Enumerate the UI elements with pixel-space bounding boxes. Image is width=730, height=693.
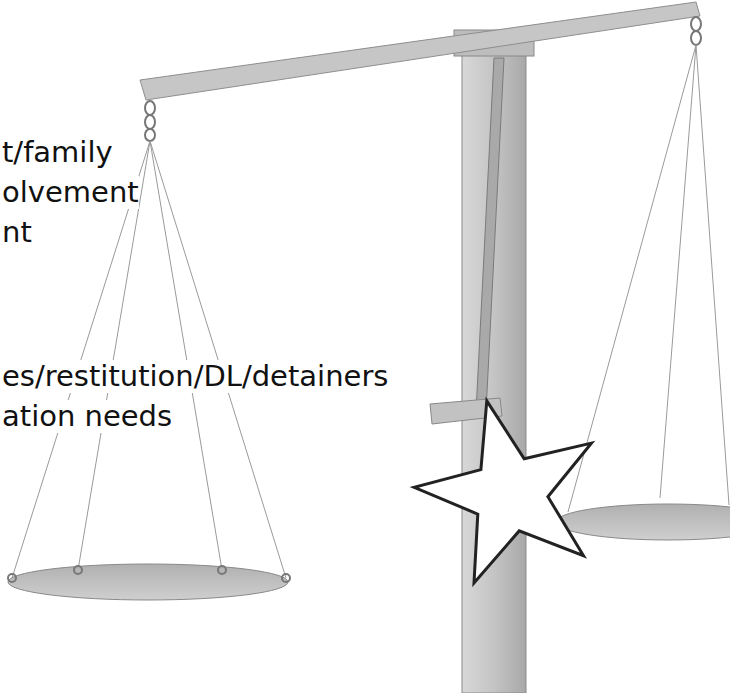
scale-post — [462, 48, 526, 693]
left-hanger — [145, 101, 155, 141]
right-pan — [556, 504, 730, 540]
left-pan — [8, 564, 288, 600]
scale-beam — [140, 2, 700, 100]
bullet-text: ation needs — [2, 400, 172, 433]
star-symbol — [414, 401, 591, 583]
bullet-text: t/family — [2, 136, 113, 169]
bullet-text: nt — [2, 216, 32, 249]
right-hanger — [691, 17, 701, 45]
scale-pointer — [476, 58, 504, 412]
bullet-text: es/restitution/DL/detainers — [2, 360, 388, 393]
left-pan-rings — [8, 566, 290, 582]
bullet-text: olvement — [2, 176, 139, 209]
